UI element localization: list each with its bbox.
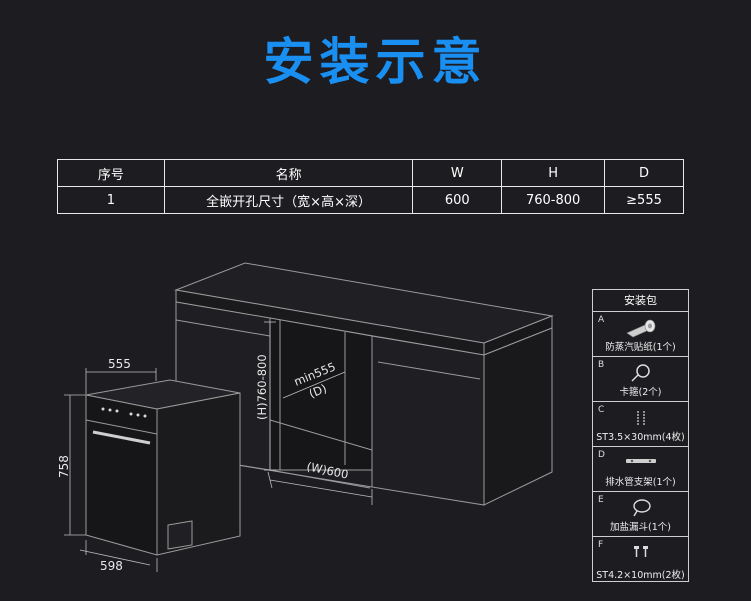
- page-title: 安装示意: [263, 33, 488, 91]
- kit-item-letter: C: [598, 405, 605, 415]
- kit-title: 安装包: [593, 290, 688, 312]
- short-screw-icon: [634, 546, 648, 557]
- table-cell: 600: [412, 186, 503, 214]
- dim-height-left: 758: [57, 455, 71, 478]
- kit-item: A 防蒸汽贴纸(1个): [593, 312, 688, 357]
- table-row: 1 全嵌开孔尺寸（宽×高×深） 600 760-800 ≥555: [57, 186, 684, 214]
- long-screw-icon: [637, 411, 645, 425]
- kit-item: D 排水管支架(1个): [593, 447, 688, 492]
- right-cabinet-side: [483, 327, 553, 506]
- salt-funnel-icon: [633, 499, 651, 517]
- table-cell: ≥555: [604, 186, 684, 214]
- table-header-cell: W: [412, 159, 503, 187]
- dim-depth-top: 555: [108, 357, 131, 371]
- kit-item-label: 加盐漏斗(1个): [610, 522, 671, 533]
- drain-bracket-icon: [626, 459, 656, 463]
- table-cell: 1: [57, 186, 165, 214]
- kit-item-letter: A: [598, 315, 605, 325]
- table-cell: 760-800: [501, 186, 606, 214]
- kit-item-label: 卡箍(2个): [619, 387, 662, 398]
- kit-item-letter: B: [598, 360, 605, 370]
- kit-item-label: ST4.2×10mm(2枚): [596, 570, 685, 581]
- kit-item: C ST3.5×30mm(4枚): [593, 402, 688, 447]
- sticker-roll-icon: [626, 319, 656, 338]
- dim-opening-height: (H)760-800: [255, 354, 269, 420]
- kit-item-letter: D: [598, 450, 605, 460]
- kit-item-label: ST3.5×30mm(4枚): [596, 432, 685, 443]
- dishwasher-front: [85, 394, 158, 556]
- kit-item: F ST4.2×10mm(2枚): [593, 537, 688, 584]
- kit-item-letter: E: [598, 495, 604, 505]
- kit-item: B 卡箍(2个): [593, 357, 688, 402]
- dim-opening-depth-code: (D): [307, 381, 329, 401]
- table-header-row: 序号 名称 W H D: [57, 159, 684, 187]
- installation-kit-panel: 安装包 A 防蒸汽贴纸(1个) B 卡箍(2个) C ST3.5×30mm(4枚…: [592, 289, 689, 582]
- kit-item-letter: F: [598, 540, 604, 550]
- dim-width-bottom: 598: [100, 559, 123, 573]
- dishwasher-side: [156, 392, 241, 556]
- hose-clamp-icon: [631, 364, 650, 382]
- table-header-cell: 序号: [57, 159, 165, 187]
- kit-item-label: 排水管支架(1个): [605, 477, 676, 488]
- table-cell: 全嵌开孔尺寸（宽×高×深）: [163, 186, 414, 214]
- spec-table: 序号 名称 W H D 1 全嵌开孔尺寸（宽×高×深） 600 760-800 …: [57, 159, 684, 214]
- kit-item-label: 防蒸汽贴纸(1个): [605, 342, 676, 353]
- kit-item: E 加盐漏斗(1个): [593, 492, 688, 537]
- right-cabinet-front: [371, 335, 485, 506]
